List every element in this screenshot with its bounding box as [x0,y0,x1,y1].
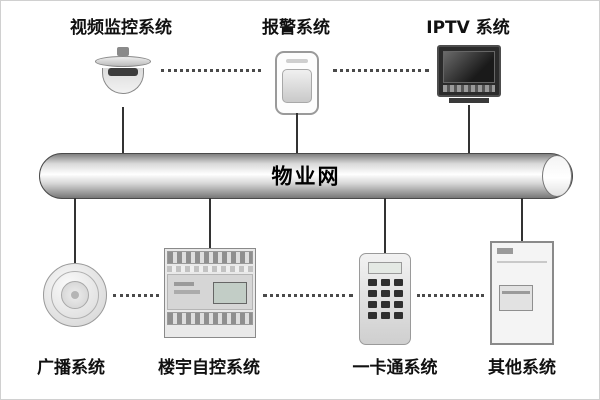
tv-button-strip [443,85,495,92]
keypad-key [393,312,403,319]
tv-screen [443,51,495,83]
connector-sensor [296,113,298,155]
controller-led-row [174,282,194,286]
speaker-center [71,291,79,299]
sensor-lens [282,69,312,103]
din-controller-icon [164,248,256,338]
keypad-key [380,279,390,286]
controller-body [167,274,253,310]
keypad-display [368,262,402,274]
dotted-link-camera-sensor [161,69,261,72]
keypad-key [367,301,377,308]
cabinet-panel [499,285,533,311]
keypad-key [380,290,390,297]
dotted-link-sensor-tv [333,69,429,72]
ceiling-speaker-icon [43,263,107,327]
keypad-key [393,290,403,297]
controller-display [213,282,247,304]
motion-sensor-icon [275,51,319,115]
network-label: 物业网 [271,164,341,189]
speaker-ring-inner [61,281,89,309]
label-iptv-system: IPTV 系统 [426,18,510,38]
camera-dome [102,68,144,94]
network-pipe: 物业网 [39,153,573,199]
speaker-ring-outer [51,271,99,319]
tv-frame [437,45,501,97]
tv-monitor-icon [437,45,501,103]
controller-label-strip [174,290,200,294]
cabinet-icon [490,241,554,345]
keypad-icon [359,253,411,345]
cabinet-groove [497,261,547,263]
keypad-key [380,312,390,319]
keypad-key [367,279,377,286]
label-broadcast-system: 广播系统 [37,358,105,378]
label-other-systems: 其他系统 [488,358,556,378]
cabinet-slot [502,291,530,294]
keypad-key [393,301,403,308]
sensor-slot [286,59,308,63]
dome-camera-icon [95,47,151,94]
dotted-link-speaker-controller [113,294,159,297]
label-building-automation-system: 楼宇自控系统 [158,358,260,378]
label-video-surveillance-system: 视频监控系统 [70,18,172,38]
label-one-card-system: 一卡通系统 [352,358,438,378]
connector-speaker [74,198,76,263]
connector-keypad [384,198,386,253]
controller-terminal-strip [167,266,253,272]
connector-camera [122,107,124,155]
keypad-key [393,279,403,286]
connector-controller [209,198,211,248]
keypad-key [380,301,390,308]
camera-mount-plate [95,56,151,67]
keypad-keys [360,279,410,319]
camera-lens-band [108,68,138,76]
connector-tv [468,105,470,155]
keypad-key [367,312,377,319]
label-alarm-system: 报警系统 [262,18,330,38]
connector-cabinet [521,198,523,241]
controller-terminals-bottom [167,312,253,325]
cabinet-logo [497,248,513,254]
camera-knob [117,47,129,56]
pipe-end-cap [542,155,572,197]
keypad-key [367,290,377,297]
dotted-link-controller-keypad [263,294,353,297]
dotted-link-keypad-cabinet [417,294,484,297]
controller-terminals-top [167,251,253,264]
tv-base [449,98,489,103]
